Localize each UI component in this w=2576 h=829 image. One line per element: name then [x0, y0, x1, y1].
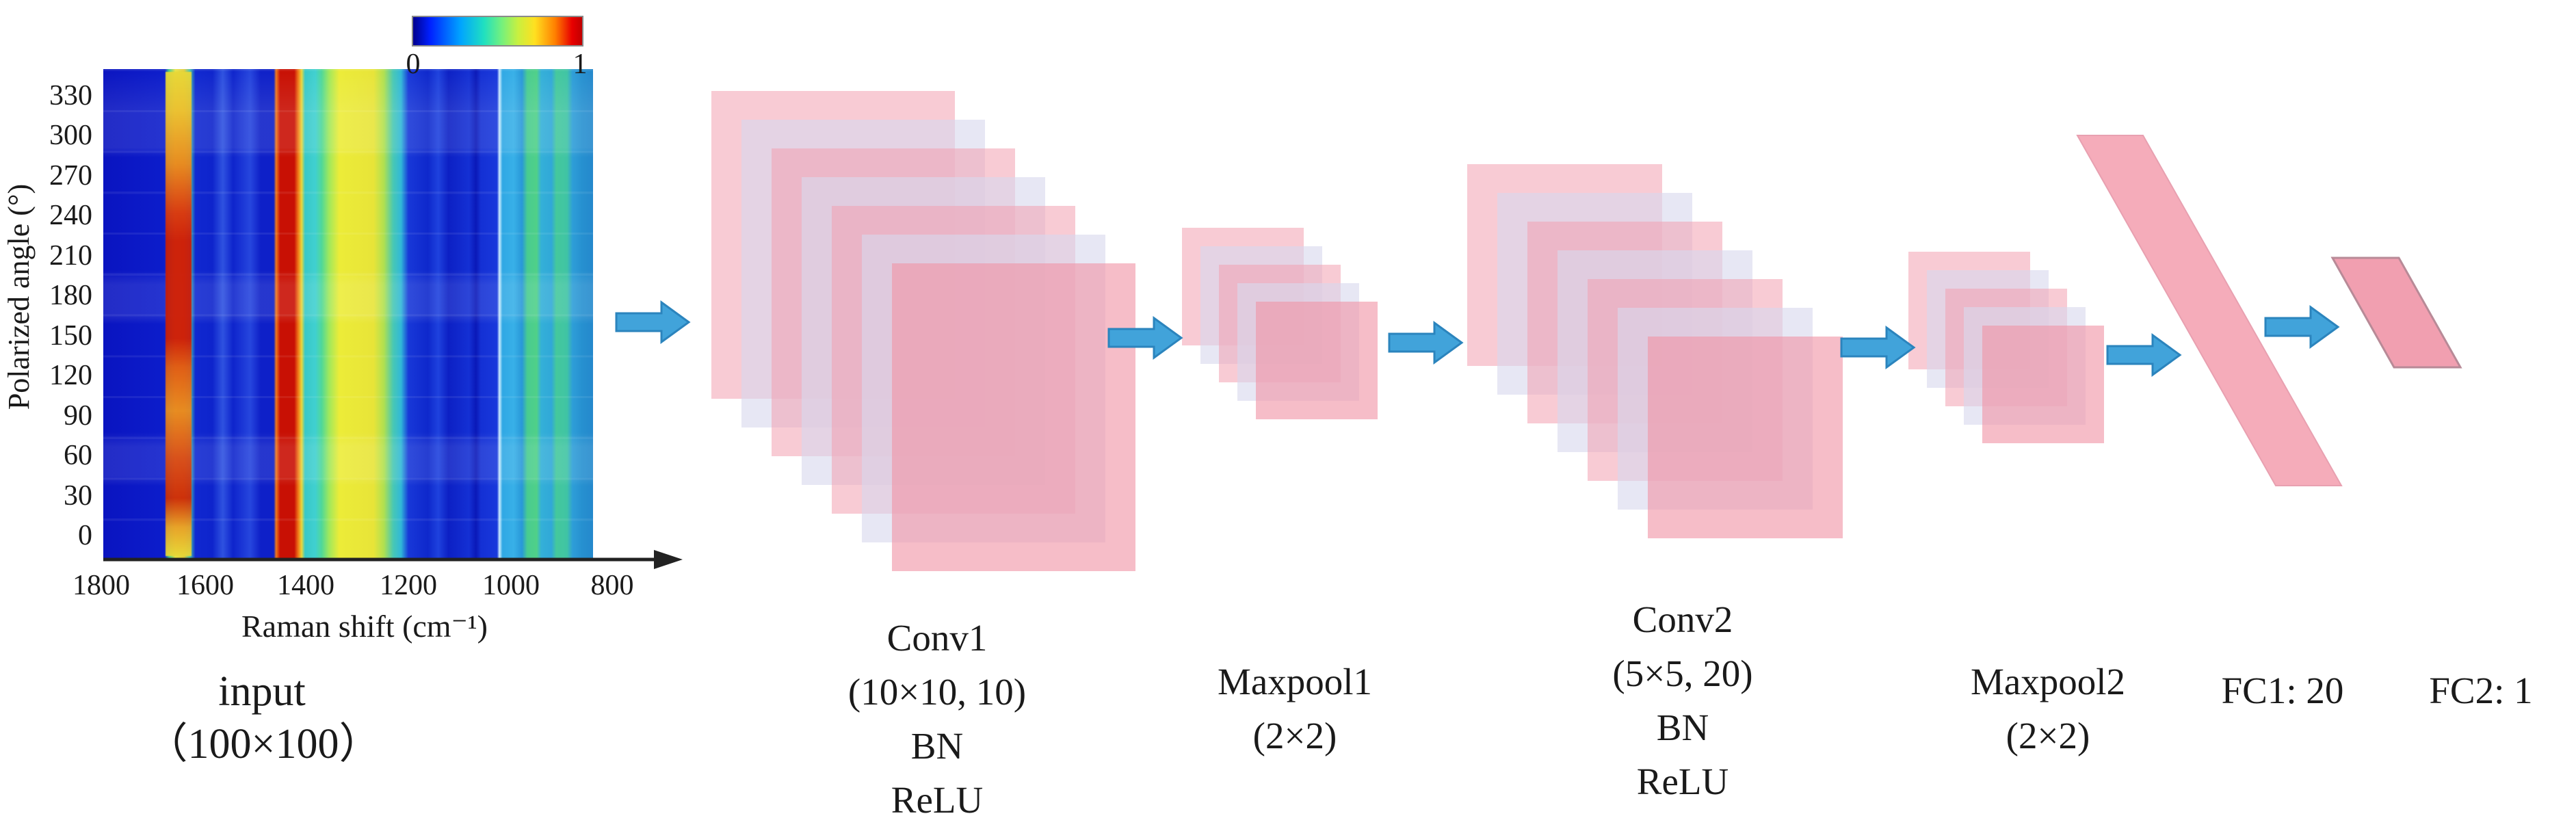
stage-label-line: (5×5, 20) [1612, 653, 1753, 694]
fc2-band [2330, 256, 2462, 369]
conv1-label: Conv1 (10×10, 10) BN ReLU [725, 611, 1149, 827]
y-tick: 60 [64, 440, 92, 471]
feature-map-pink [892, 263, 1135, 571]
conv2-label: Conv2 (5×5, 20) BN ReLU [1471, 592, 1895, 808]
stage-label-line: ReLU [891, 779, 984, 821]
stage-label-line: (2×2) [2006, 715, 2090, 756]
input-heatmap [103, 69, 593, 560]
arrow-right-icon [1840, 326, 1916, 369]
stage-label-line: Conv1 [886, 617, 988, 659]
y-tick: 0 [78, 520, 92, 551]
maxpool2-label: Maxpool2 (2×2) [1836, 655, 2260, 763]
stage-label-line: Maxpool2 [1970, 661, 2126, 702]
fc2-label: FC2: 1 [2269, 663, 2576, 718]
stage-label-line: BN [910, 725, 964, 767]
x-tick: 1800 [73, 570, 130, 601]
x-tick: 1600 [176, 570, 234, 601]
stage-label-line: FC2: 1 [2429, 670, 2533, 711]
heatmap-hot-band [166, 72, 192, 556]
input-caption-line1: input [218, 668, 306, 715]
x-tick: 1200 [380, 570, 437, 601]
x-tick: 1000 [482, 570, 540, 601]
stage-label-line: BN [1656, 707, 1709, 748]
x-axis-label: Raman shift (cm⁻¹) [241, 609, 488, 644]
y-tick: 300 [49, 120, 92, 151]
fc1-band [2076, 135, 2343, 486]
stage-label-line: Maxpool1 [1217, 661, 1373, 702]
stage-label-line: FC1: 20 [2221, 670, 2344, 711]
y-tick: 30 [64, 480, 92, 512]
arrow-right-icon [2264, 305, 2340, 349]
colorbar [412, 16, 583, 47]
y-tick: 90 [64, 400, 92, 432]
feature-map-pink [1648, 337, 1843, 538]
feature-map-pink [1256, 302, 1378, 419]
x-tick: 800 [590, 570, 634, 601]
arrow-right-icon [1388, 321, 1464, 365]
stage-label-line: (2×2) [1252, 715, 1337, 756]
arrow-right-icon [615, 300, 691, 344]
stage-label-line: Conv2 [1632, 598, 1733, 640]
y-tick: 330 [49, 80, 92, 111]
maxpool1-label: Maxpool1 (2×2) [1083, 655, 1507, 763]
stage-label-line: (10×10, 10) [847, 671, 1027, 713]
y-tick: 180 [49, 280, 92, 311]
y-tick: 270 [49, 160, 92, 192]
y-tick: 150 [49, 320, 92, 352]
arrow-right-icon [2106, 333, 2182, 377]
stage-label-line: ReLU [1636, 761, 1729, 802]
input-caption-line2: （100×100） [145, 721, 382, 767]
x-tick: 1400 [277, 570, 334, 601]
y-tick: 240 [49, 200, 92, 231]
feature-map-pink [1982, 326, 2104, 443]
y-tick: 210 [49, 240, 92, 272]
colorbar-min-label: 0 [406, 49, 421, 80]
fc1-label: FC1: 20 [2071, 663, 2495, 718]
y-tick: 120 [49, 360, 92, 391]
colorbar-max-label: 1 [573, 49, 588, 80]
